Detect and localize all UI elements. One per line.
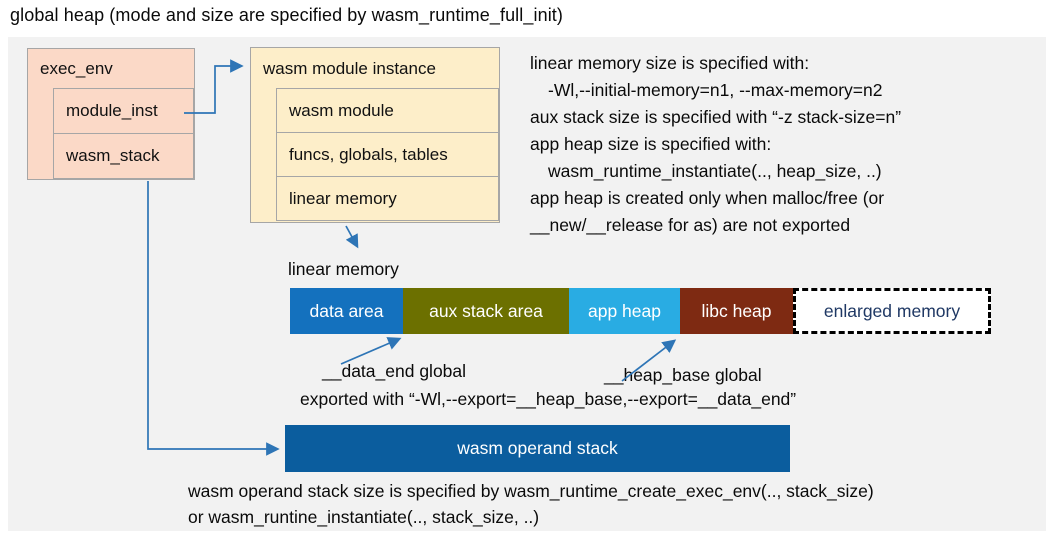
wasm-operand-stack-bar: wasm operand stack	[285, 425, 790, 472]
data-end-global-label: __data_end global	[322, 361, 467, 381]
exec-env-header: exec_env	[40, 59, 113, 78]
note-line: app heap is created only when malloc/fre…	[530, 188, 885, 208]
note-line: -Wl,--initial-memory=n1, --max-memory=n2	[548, 80, 883, 100]
note-line: __new/__release for as) are not exported	[530, 215, 851, 235]
note-line: aux stack size is specified with “-z sta…	[530, 107, 902, 127]
module-instance-row-funcs-globals-tables: funcs, globals, tables	[276, 132, 499, 177]
module-instance-row-wasm-module: wasm module	[276, 88, 499, 133]
module-instance-box: wasm module instance wasm module funcs, …	[250, 47, 500, 223]
operand-stack-notes: wasm operand stack size is specified by …	[188, 478, 874, 530]
module-instance-row-linear-memory: linear memory	[276, 176, 499, 221]
wasm-operand-stack-label: wasm operand stack	[457, 438, 618, 458]
segment-libc-heap: libc heap	[680, 288, 793, 334]
linear-memory-bar: data area aux stack area app heap libc h…	[290, 288, 991, 334]
export-note: exported with “-Wl,--export=__heap_base,…	[300, 389, 797, 409]
linear-memory-label: linear memory	[288, 259, 399, 279]
memory-size-notes: linear memory size is specified with: -W…	[530, 50, 1040, 239]
segment-aux-stack-area: aux stack area	[403, 288, 569, 334]
note-line: wasm operand stack size is specified by …	[188, 481, 874, 501]
heap-base-global-label: __heap_base global	[604, 365, 762, 385]
segment-data-area: data area	[290, 288, 403, 334]
module-instance-header: wasm module instance	[263, 58, 436, 78]
segment-enlarged-memory: enlarged memory	[793, 288, 991, 334]
note-line: or wasm_runtine_instantiate(.., stack_si…	[188, 507, 540, 527]
note-line: wasm_runtime_instantiate(.., heap_size, …	[548, 161, 882, 181]
exec-env-row-wasm-stack: wasm_stack	[53, 133, 194, 179]
diagram-title: global heap (mode and size are specified…	[10, 5, 563, 25]
segment-app-heap: app heap	[569, 288, 680, 334]
note-line: app heap size is specified with:	[530, 134, 772, 154]
exec-env-row-module-inst: module_inst	[53, 88, 194, 134]
exec-env-box: exec_env module_inst wasm_stack	[27, 48, 195, 180]
note-line: linear memory size is specified with:	[530, 53, 810, 73]
